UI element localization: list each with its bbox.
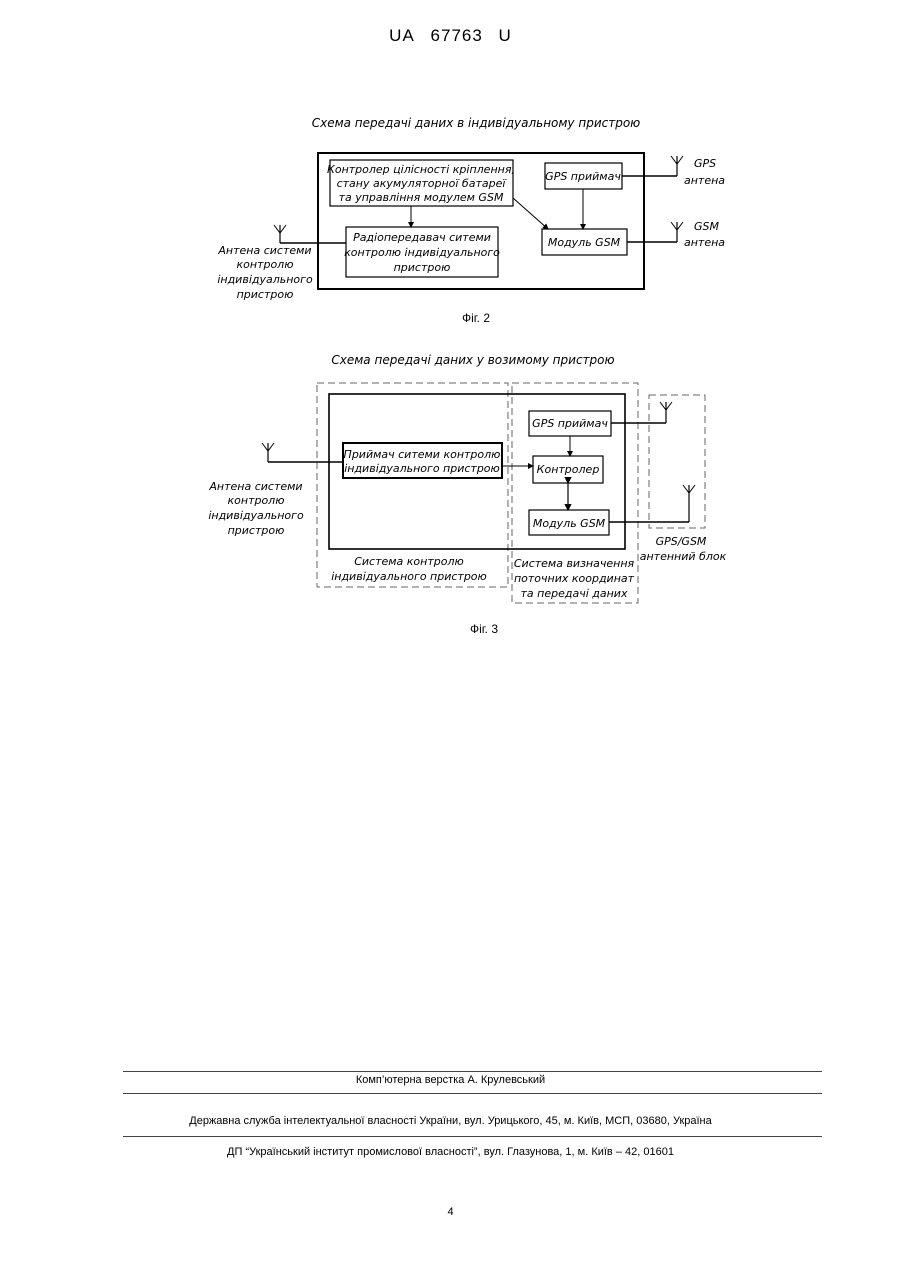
fig3-antenna-block-line-1: GPS/GSM [656, 535, 707, 548]
fig3-gps-receiver-label: GPS приймач [532, 417, 608, 430]
fig3-gsm-module-label: Модуль GSM [533, 517, 606, 530]
fig3-coord-system-line-3: та передачі даних [521, 587, 628, 600]
fig3-system-antenna-line-1: Антена системи [208, 480, 302, 493]
fig3-title: Схема передачі даних у возимому пристрою [331, 353, 614, 367]
fig3-coord-system-line-2: поточних координат [514, 572, 635, 585]
fig3-system-antenna-icon [262, 443, 343, 462]
fig3-coord-system-group [512, 383, 638, 603]
fig3-gsm-module-block: Модуль GSM [529, 510, 609, 535]
footer-institute: ДП “Український інститут промислової вла… [0, 1146, 901, 1158]
fig3-control-system-line-2: індивідуального пристрою [331, 570, 487, 583]
figure-3-diagram: Схема передачі даних у возимому пристрою… [0, 0, 901, 660]
fig3-receiver-line-2: індивідуального пристрою [344, 462, 500, 475]
footer-divider-2 [123, 1093, 822, 1094]
footer-divider-1 [123, 1071, 822, 1072]
page-number: 4 [0, 1206, 901, 1218]
footer-divider-3 [123, 1136, 822, 1137]
fig3-receiver-block: Приймач ситеми контролю індивідуального … [343, 443, 502, 478]
fig3-system-antenna-line-3: індивідуального [208, 509, 304, 522]
fig3-antenna-block-line-2: антенний блок [640, 550, 727, 563]
fig3-receiver-line-1: Приймач ситеми контролю [344, 448, 501, 461]
fig3-controller-label: Контролер [537, 463, 600, 476]
fig3-control-system-line-1: Система контролю [354, 555, 464, 568]
fig3-coord-system-line-1: Система визначення [514, 557, 635, 570]
fig3-antenna-block-group [649, 395, 705, 528]
fig3-gps-antenna-icon [611, 402, 672, 423]
fig3-gps-receiver-block: GPS приймач [529, 411, 611, 436]
footer-layout-credit: Комп’ютерна верстка А. Крулевський [0, 1074, 901, 1086]
fig3-system-antenna-line-2: контролю [228, 494, 285, 507]
footer-agency: Державна служба інтелектуальної власност… [0, 1115, 901, 1127]
fig3-gsm-antenna-icon [609, 485, 695, 522]
fig3-system-antenna-line-4: пристрою [228, 524, 285, 537]
fig3-controller-block: Контролер [533, 456, 603, 483]
fig3-caption: Фіг. 3 [470, 622, 498, 636]
